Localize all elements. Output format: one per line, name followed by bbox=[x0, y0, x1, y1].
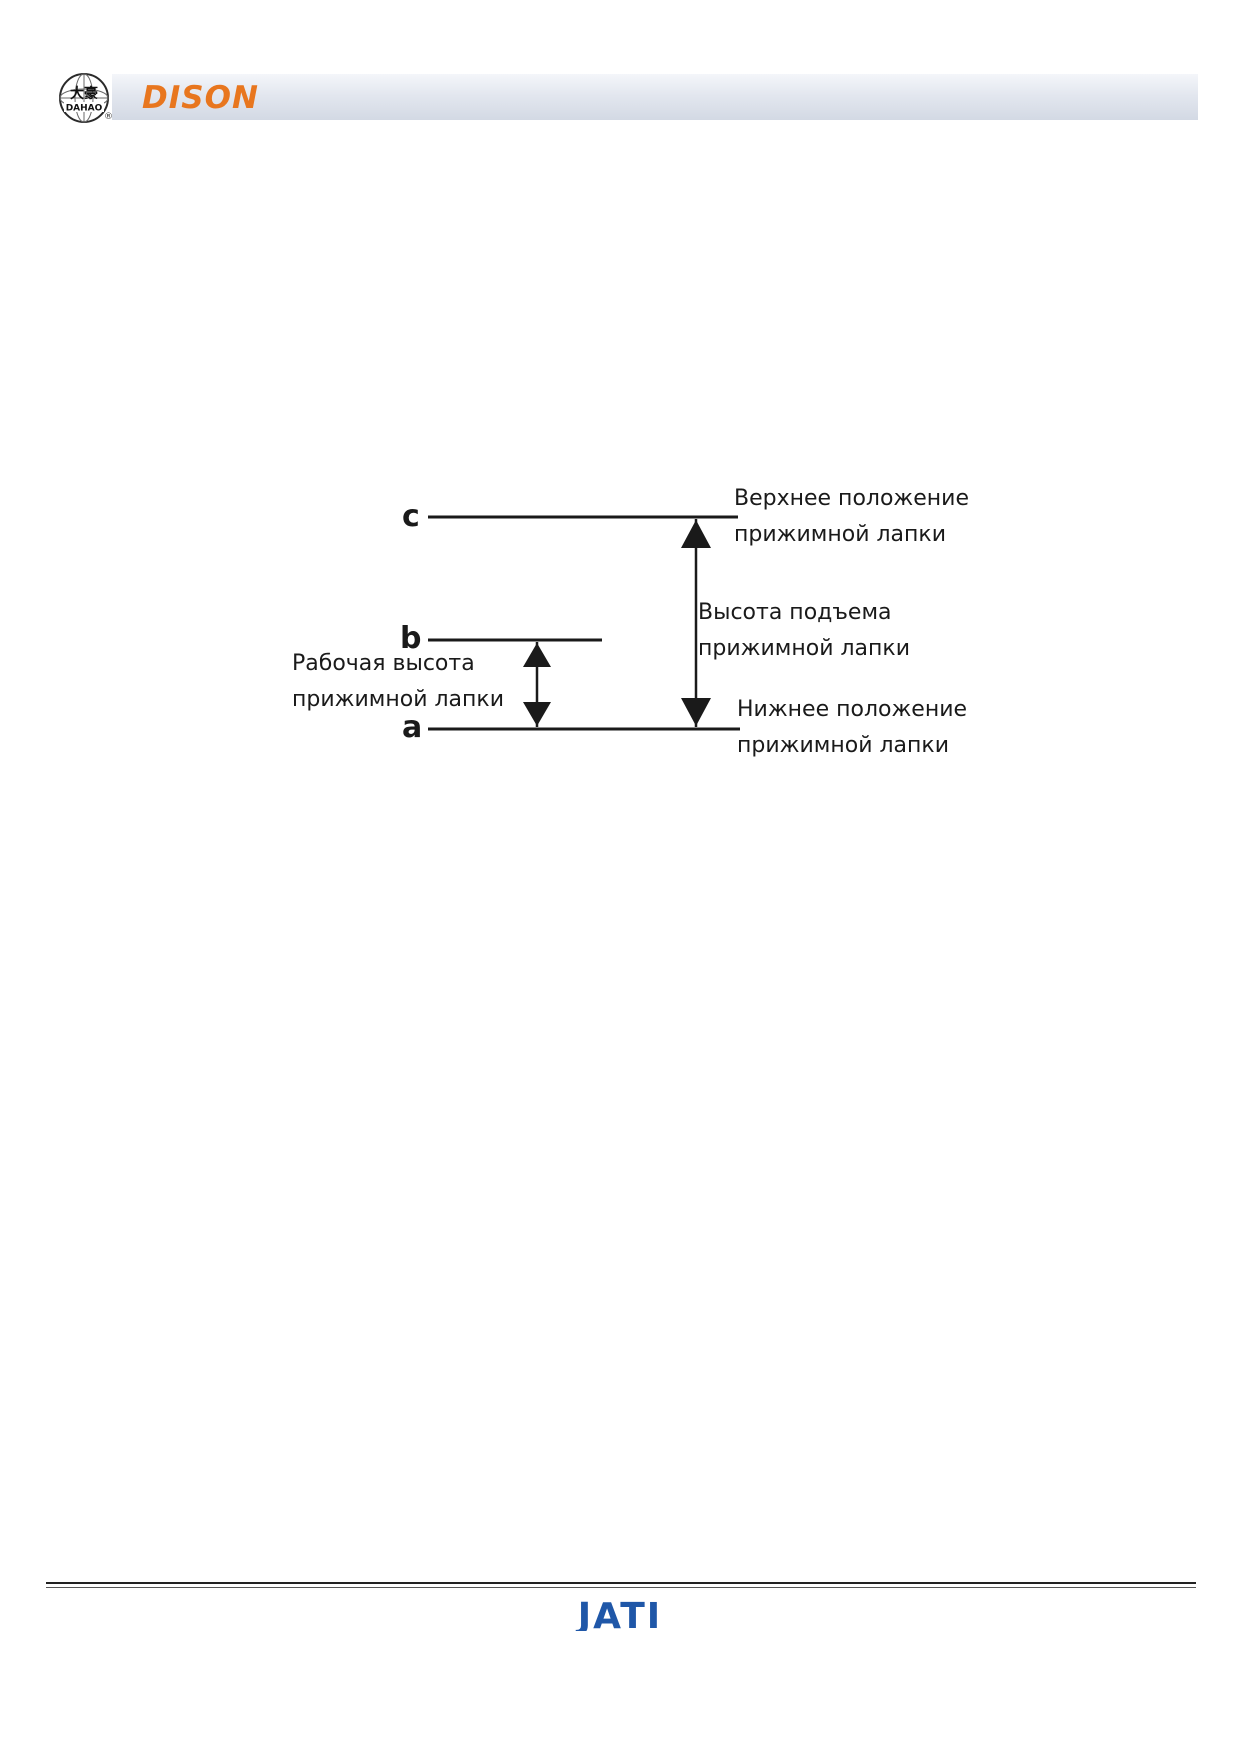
lift-height-label-line1: Высота подъема bbox=[698, 600, 892, 625]
header-band bbox=[112, 74, 1198, 120]
letter-a: a bbox=[402, 710, 422, 745]
dison-logo: DISON bbox=[142, 80, 259, 115]
lift-height-label-line2: прижимной лапки bbox=[698, 636, 910, 661]
letter-c: c bbox=[402, 499, 420, 534]
jati-logo-text: JATI bbox=[575, 1597, 662, 1631]
lower-position-label-line2: прижимной лапки bbox=[737, 733, 949, 758]
letter-b: b bbox=[400, 621, 421, 656]
upper-position-label-line2: прижимной лапки bbox=[734, 522, 946, 547]
upper-position-label-line1: Верхнее положение bbox=[734, 486, 969, 511]
working-height-label-line2: прижимной лапки bbox=[292, 687, 504, 712]
jati-logo: JATI bbox=[575, 1597, 662, 1631]
working-height-arrow-head-up bbox=[523, 643, 551, 667]
footer-rule-thick bbox=[46, 1582, 1196, 1584]
dison-logo-text: DISON bbox=[142, 80, 259, 115]
dahao-chinese-text: 大豪 bbox=[70, 85, 98, 102]
dahao-globe-logo-icon: 大豪 DAHAO bbox=[59, 73, 109, 123]
lift-height-arrow-head-down bbox=[681, 698, 711, 726]
dahao-logo-text: DAHAO bbox=[66, 104, 103, 114]
working-height-label-line1: Рабочая высота bbox=[292, 651, 475, 676]
footer-rule-thin bbox=[46, 1587, 1196, 1588]
lift-height-arrow-head-up bbox=[681, 520, 711, 548]
working-height-arrow-head-down bbox=[523, 702, 551, 726]
registered-mark: ® bbox=[104, 112, 113, 122]
lower-position-label-line1: Нижнее положение bbox=[737, 697, 967, 722]
